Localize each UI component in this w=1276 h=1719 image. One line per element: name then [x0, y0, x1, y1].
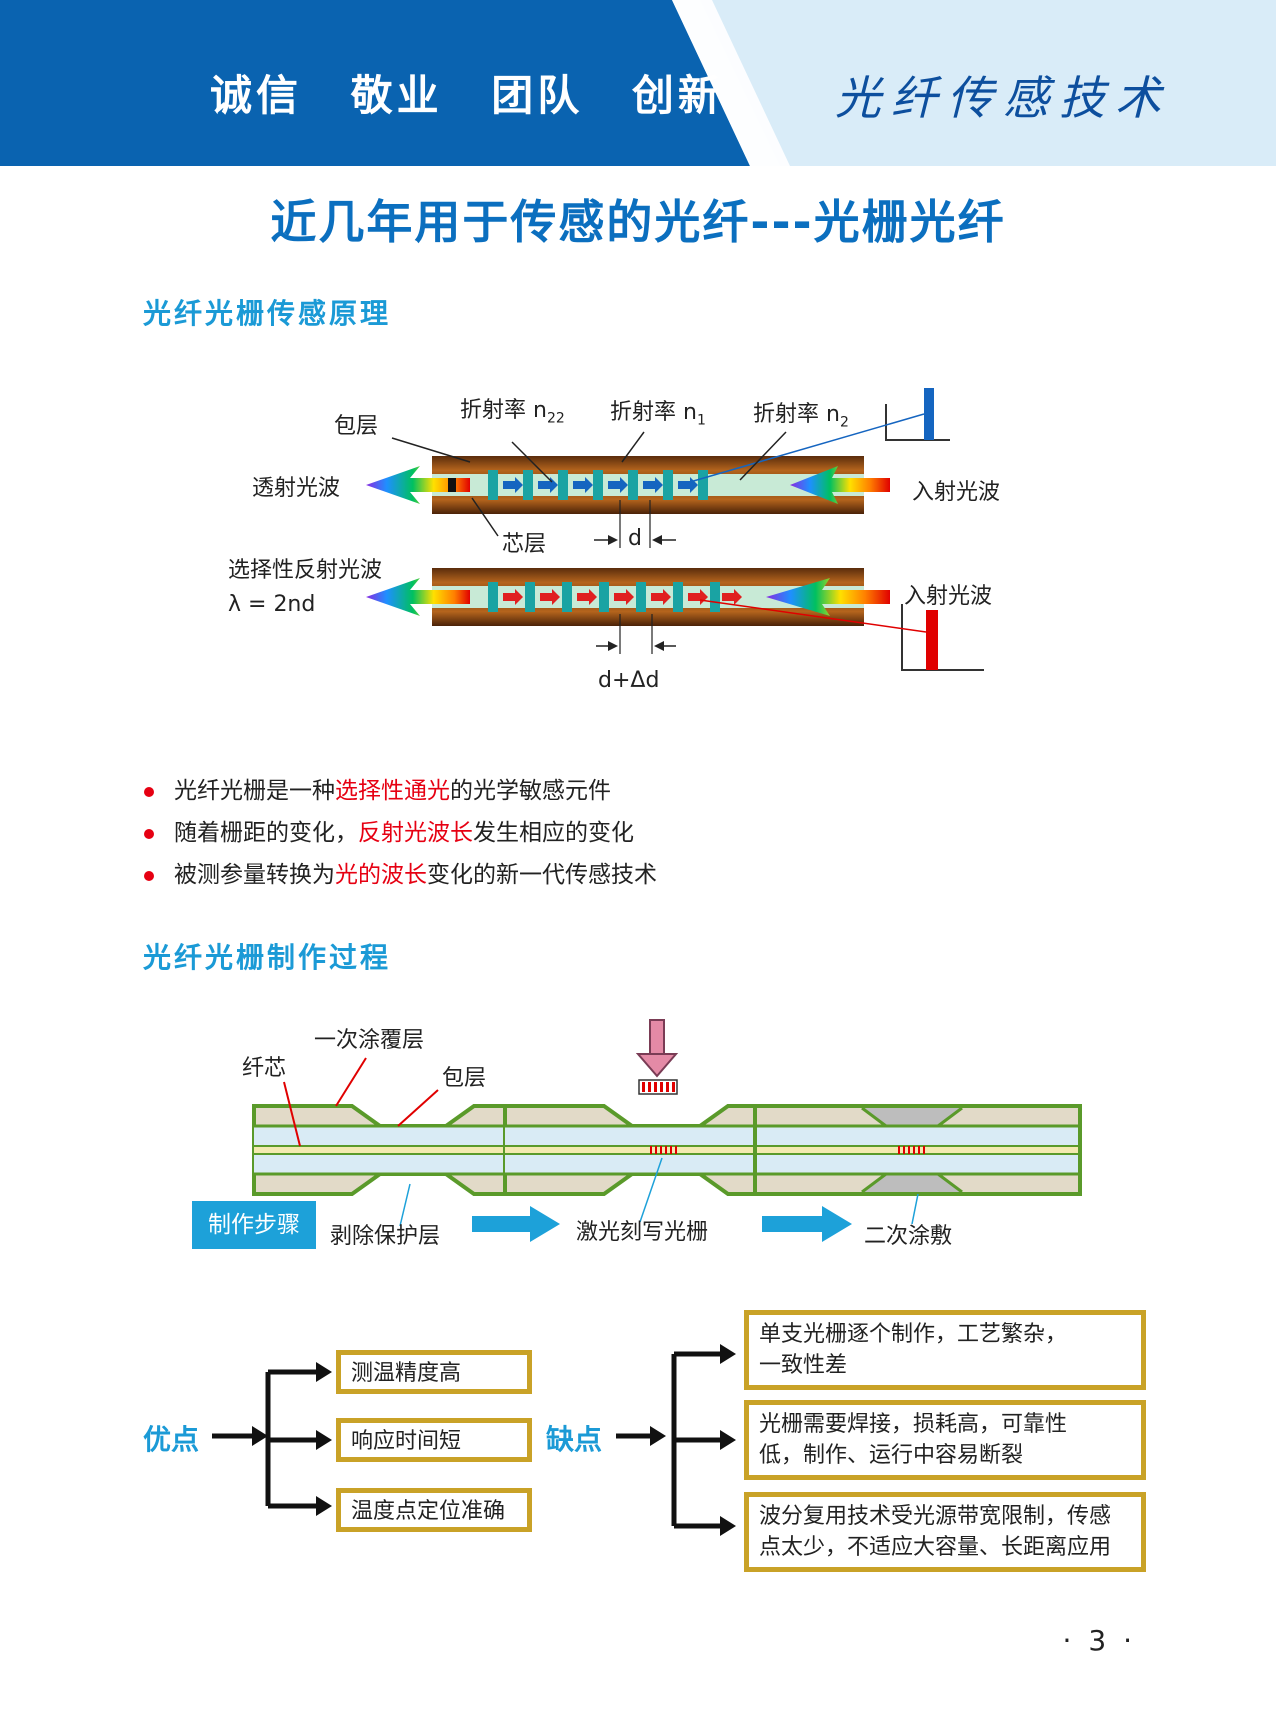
bullet-item: 随着栅距的变化，反射光波长发生相应的变化	[142, 812, 657, 854]
label-n1: 折射率 n1	[610, 400, 706, 429]
label-d-delta: d+Δd	[598, 668, 660, 693]
transmitted-arrow	[366, 466, 470, 504]
reflected-arrow	[366, 578, 470, 616]
label-transmitted: 透射光波	[252, 476, 341, 501]
arrows-top	[503, 477, 698, 493]
bullet-item: 被测参量转换为光的波长变化的新一代传感技术	[142, 854, 657, 896]
label-core: 芯层	[502, 532, 547, 557]
label-fiber-core: 纤芯	[242, 1056, 287, 1081]
grating-top	[488, 470, 708, 500]
bullet-item: 光纤光栅是一种选择性通光的光学敏感元件	[142, 770, 657, 812]
page-number: · 3 ·	[1062, 1624, 1136, 1657]
principle-bullets: 光纤光栅是一种选择性通光的光学敏感元件 随着栅距的变化，反射光波长发生相应的变化…	[142, 770, 657, 896]
cons-label: 缺点	[546, 1423, 603, 1456]
con-item: 单支光栅逐个制作，工艺繁杂，一致性差	[744, 1310, 1146, 1390]
incident-arrow-bottom	[766, 578, 890, 616]
pro-item: 温度点定位准确	[336, 1488, 532, 1532]
fbg-principle-diagram	[366, 388, 984, 671]
step-3-label: 二次涂敷	[864, 1224, 953, 1249]
company-motto: 诚信 敬业 团队 创新	[210, 62, 754, 123]
pros-label: 优点	[143, 1423, 200, 1456]
fiber-stage-3	[753, 1104, 1082, 1196]
core-bottom	[432, 586, 864, 608]
label-incident-top: 入射光波	[912, 480, 1001, 505]
step-arrow-1	[472, 1206, 560, 1242]
label-cladding: 包层	[334, 414, 379, 439]
motto-word: 敬业	[350, 71, 443, 120]
page-title: 近几年用于传感的光纤---光栅光纤	[270, 195, 1006, 249]
fbg-fabrication-diagram	[252, 1019, 1082, 1242]
con-item: 波分复用技术受光源带宽限制，传感点太少，不适应大容量、长距离应用	[744, 1492, 1146, 1572]
con-item: 光栅需要焊接，损耗高，可靠性低，制作、运行中容易断裂	[744, 1400, 1146, 1480]
label-incident-bottom: 入射光波	[904, 584, 993, 609]
motto-word: 诚信	[210, 71, 303, 120]
motto-word: 创新	[631, 71, 724, 120]
steps-tag: 制作步骤	[192, 1201, 316, 1249]
label-primary-coating: 一次涂覆层	[314, 1028, 425, 1053]
label-n22: 折射率 n22	[460, 398, 565, 427]
step-1-label: 剥除保护层	[330, 1224, 441, 1249]
label-d: d	[628, 526, 642, 551]
section-heading-fabrication: 光纤光栅制作过程	[143, 941, 392, 974]
section-heading-principle: 光纤光栅传感原理	[143, 297, 392, 330]
topic-title: 光纤传感技术	[835, 71, 1171, 125]
step-arrow-2	[762, 1206, 852, 1242]
pro-item: 测温精度高	[336, 1350, 532, 1394]
motto-word: 团队	[491, 71, 584, 120]
pro-item: 响应时间短	[336, 1418, 532, 1462]
pros-cons-connectors	[212, 1344, 736, 1536]
label-n2: 折射率 n2	[753, 402, 849, 431]
label-fiber-cladding: 包层	[442, 1066, 487, 1091]
label-reflected: 选择性反射光波	[228, 558, 383, 583]
fiber-stage-1	[252, 1104, 507, 1196]
label-lambda: λ = 2nd	[228, 592, 316, 617]
incident-arrow-top	[790, 466, 890, 504]
header-banner	[0, 0, 1276, 166]
grating-bottom	[488, 582, 720, 612]
fiber-stage-2	[503, 1104, 757, 1196]
step-2-label: 激光刻写光栅	[576, 1220, 709, 1245]
